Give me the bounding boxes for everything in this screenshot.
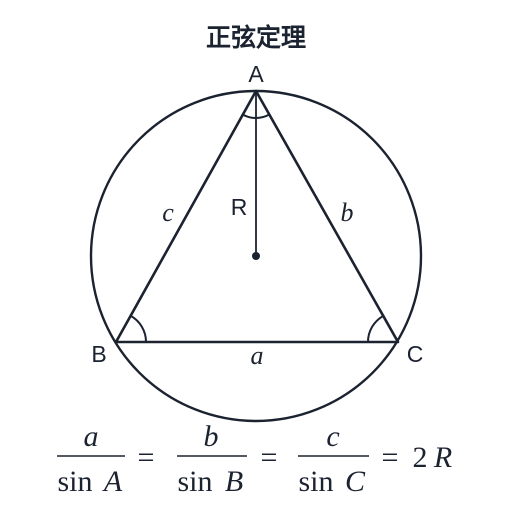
result-variable: R <box>433 441 452 474</box>
fraction-2-numerator: b <box>204 420 219 453</box>
fraction-2-den-fn: sin <box>177 465 212 498</box>
side-label-a: a <box>251 341 264 370</box>
fraction-2-den-var: B <box>225 465 243 498</box>
center-point <box>252 252 260 260</box>
equals-1: = <box>138 441 155 474</box>
side-label-b: b <box>341 198 354 227</box>
side-label-c: c <box>162 198 174 227</box>
fraction-3-den-var: C <box>345 465 366 498</box>
angle-arc-c <box>367 314 384 343</box>
vertex-label-a: A <box>248 61 264 87</box>
result-coefficient: 2 <box>413 441 428 474</box>
equals-2: = <box>261 441 278 474</box>
angle-arc-b <box>130 314 147 343</box>
fraction-1-den-fn: sin <box>57 465 92 498</box>
angle-arc-a <box>242 113 270 119</box>
fraction-1-numerator: a <box>84 420 99 453</box>
vertex-label-b: B <box>91 341 106 367</box>
radius-label: R <box>231 194 248 220</box>
fraction-1-den-var: A <box>102 465 123 498</box>
vertex-label-c: C <box>407 341 424 367</box>
diagram-title: 正弦定理 <box>206 23 306 52</box>
equals-3: = <box>382 441 399 474</box>
fraction-3-numerator: c <box>326 420 339 453</box>
fraction-3-den-fn: sin <box>298 465 333 498</box>
triangle-abc <box>114 89 400 344</box>
law-of-sines-formula: a sin A = b sin B = c sin C = 2 R <box>57 420 452 498</box>
